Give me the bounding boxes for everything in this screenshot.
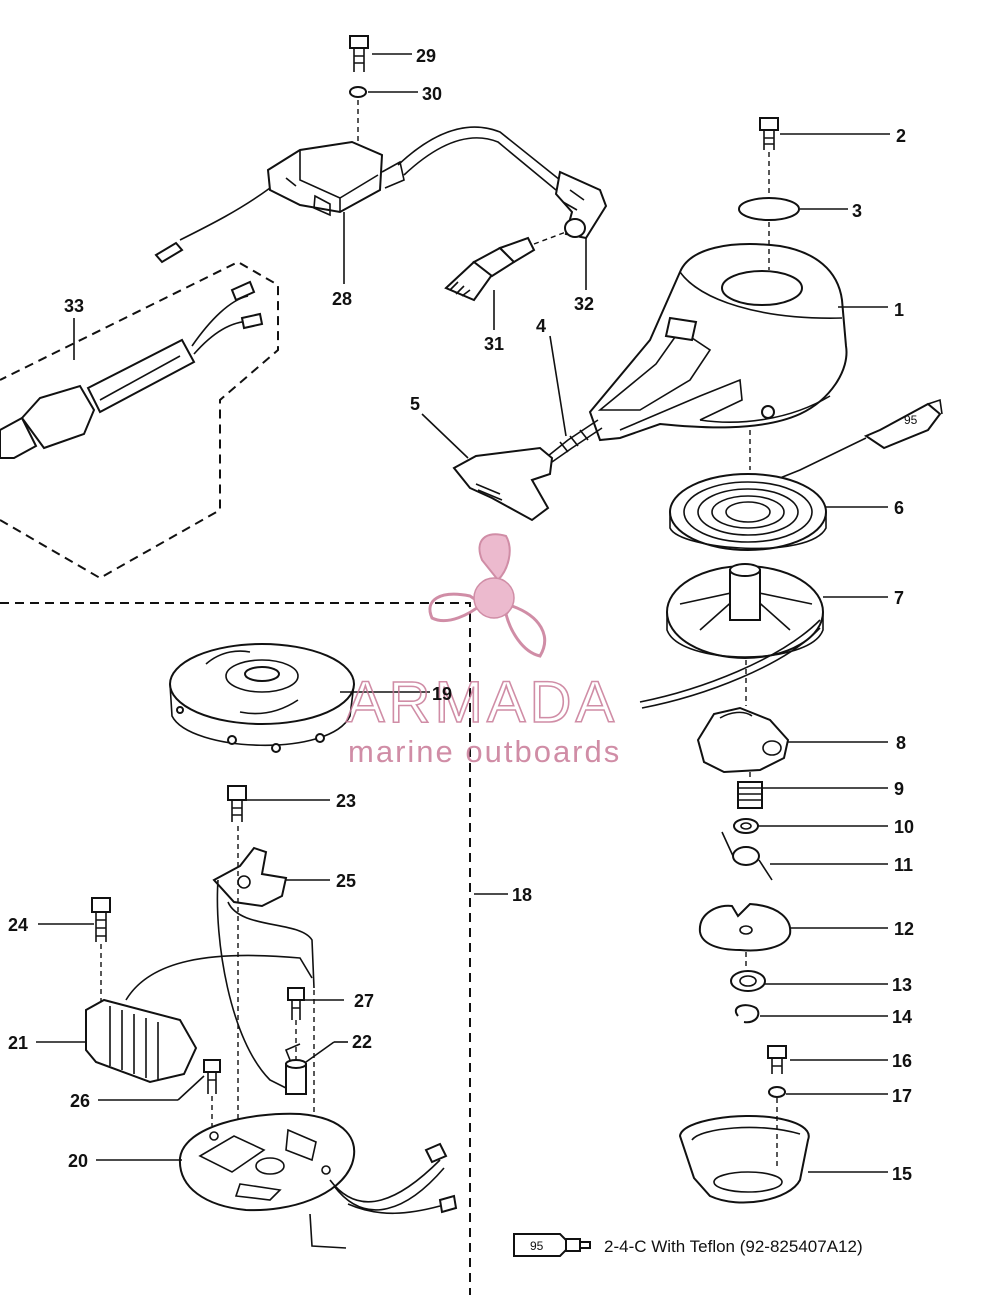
armada-watermark: ARMADA marine outboards <box>345 533 621 769</box>
part-32-plug-cap <box>554 170 608 240</box>
lubricant-legend: 95 2-4-C With Teflon (92-825407A12) <box>513 1233 863 1257</box>
watermark-tagline: marine outboards <box>348 734 621 769</box>
part-33-stop-switch <box>0 280 264 459</box>
part-10-washer <box>733 818 759 834</box>
part-8-cam <box>696 706 790 774</box>
part-6-rewind-spring <box>669 473 827 551</box>
callout-7: 7 <box>894 588 904 608</box>
callout-15: 15 <box>892 1164 912 1184</box>
part-15-cup <box>678 1115 810 1204</box>
callout-9: 9 <box>894 779 904 799</box>
callout-8: 8 <box>896 733 906 753</box>
part-28-ht-lead <box>397 126 561 191</box>
part-2-bolt <box>759 117 779 150</box>
callout-25: 25 <box>336 871 356 891</box>
callout-2: 2 <box>896 126 906 146</box>
part-24-screw <box>91 897 111 942</box>
callout-26: 26 <box>70 1091 90 1111</box>
part-21-charge-coil <box>85 954 313 1084</box>
callout-24: 24 <box>8 915 28 935</box>
part-13-bushing <box>730 970 766 992</box>
part-31-spark-plug <box>444 236 536 302</box>
callout-10: 10 <box>894 817 914 837</box>
callout-20: 20 <box>68 1151 88 1171</box>
part-19-flywheel <box>169 643 355 753</box>
part-5-handle <box>452 446 554 522</box>
callout-5: 5 <box>410 394 420 414</box>
callout-30: 30 <box>422 84 442 104</box>
grease-tube-95: 95 <box>863 398 943 450</box>
callout-19: 19 <box>432 684 452 704</box>
callout-31: 31 <box>484 334 504 354</box>
grease-tube-label: 95 <box>904 413 918 427</box>
callout-21: 21 <box>8 1033 28 1053</box>
part-9-spring <box>737 781 763 809</box>
part-30-washer <box>349 86 367 98</box>
part-26-screw <box>203 1059 221 1094</box>
callout-12: 12 <box>894 919 914 939</box>
part-20-stator-plate <box>178 1112 458 1249</box>
callout-13: 13 <box>892 975 912 995</box>
part-28-coil <box>154 140 405 264</box>
group-33-outline <box>0 260 279 580</box>
callout-27: 27 <box>354 991 374 1011</box>
callout-16: 16 <box>892 1051 912 1071</box>
part-17-washer <box>768 1086 786 1098</box>
part-7-pulley <box>639 563 824 709</box>
propeller-logo-icon <box>428 533 547 658</box>
callout-labels: 1 2 3 4 5 6 7 8 9 10 11 12 13 14 15 16 1… <box>8 46 914 1184</box>
part-29-bolt <box>349 35 369 72</box>
group-18-outline <box>0 602 471 1295</box>
part-3-cap <box>738 197 800 221</box>
callout-11: 11 <box>894 855 913 875</box>
callout-33: 33 <box>64 296 84 316</box>
part-16-bolt <box>767 1045 787 1074</box>
leader-lines <box>36 53 890 1173</box>
callout-14: 14 <box>892 1007 912 1027</box>
part-4-starter-rope <box>547 419 603 463</box>
legend-tube-label: 95 <box>530 1239 544 1253</box>
grease-tube-icon: 95 <box>513 1233 591 1257</box>
callout-17: 17 <box>892 1086 912 1106</box>
watermark-brand: ARMADA <box>346 670 618 735</box>
part-27-screw <box>287 987 305 1020</box>
part-12-retainer-plate <box>698 902 792 952</box>
part-14-e-ring <box>735 1004 760 1024</box>
legend-text: 2-4-C With Teflon (92-825407A12) <box>604 1237 863 1256</box>
callout-32: 32 <box>574 294 594 314</box>
callout-3: 3 <box>852 201 862 221</box>
part-1-starter-housing <box>588 243 848 442</box>
callout-22: 22 <box>352 1032 372 1052</box>
callout-23: 23 <box>336 791 356 811</box>
callout-4: 4 <box>536 316 546 336</box>
callout-6: 6 <box>894 498 904 518</box>
part-25-bracket <box>212 846 288 908</box>
part-11-spring <box>721 831 773 881</box>
callout-1: 1 <box>894 300 904 320</box>
callout-18: 18 <box>512 885 532 905</box>
part-23-screw <box>227 785 247 822</box>
callout-28: 28 <box>332 289 352 309</box>
callout-29: 29 <box>416 46 436 66</box>
